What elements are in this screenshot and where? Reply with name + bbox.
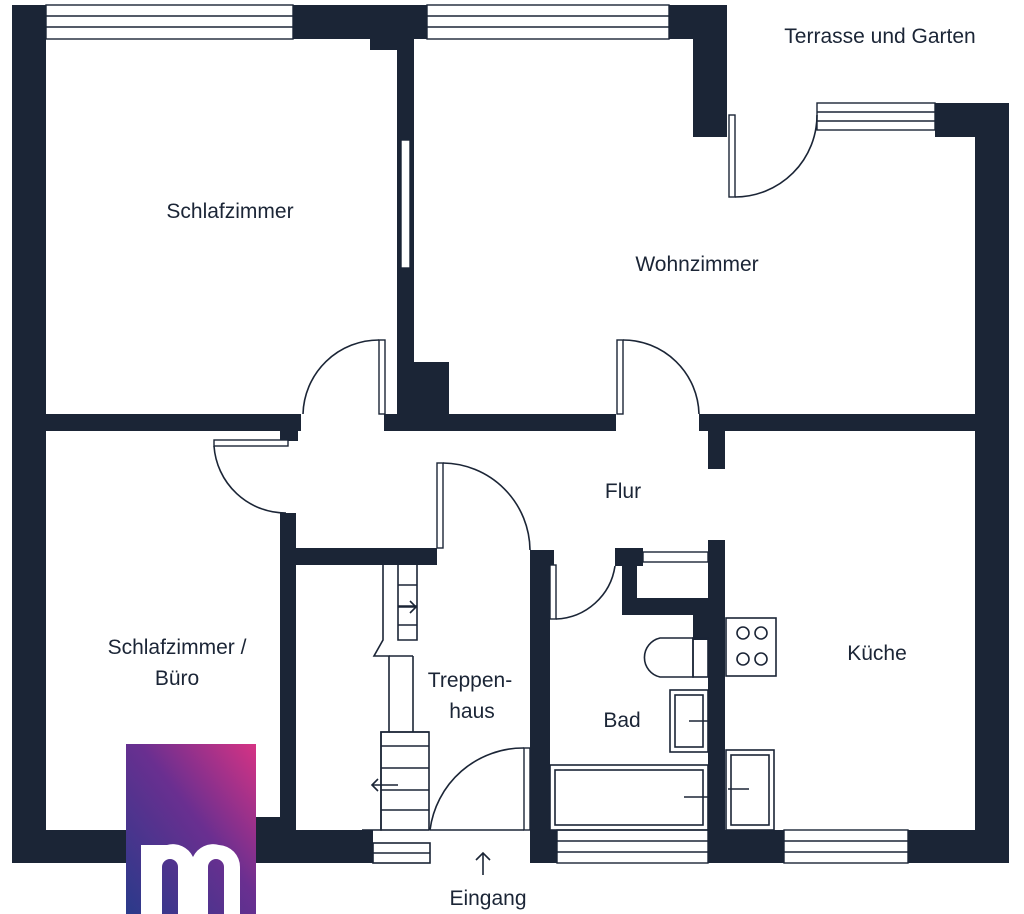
stairwell-label-line2: haus — [449, 700, 495, 723]
m-logo-icon — [126, 744, 256, 914]
hall-label: Flur — [605, 480, 641, 503]
stairwell-label-line1: Treppen- — [428, 669, 512, 692]
office-label-line2: Büro — [155, 667, 199, 690]
terrace-label: Terrasse und Garten — [784, 25, 975, 48]
kitchen-label: Küche — [847, 642, 907, 665]
walls — [12, 5, 1009, 863]
staircase — [362, 565, 431, 864]
kitchen-fixtures — [725, 617, 777, 831]
living-room-label: Wohnzimmer — [635, 253, 758, 276]
entrance-label: Eingang — [449, 887, 526, 910]
bedroom-label: Schlafzimmer — [166, 200, 293, 223]
bathroom-fixtures — [549, 637, 709, 831]
bath-label: Bad — [603, 709, 640, 732]
office-label-line1: Schlafzimmer / — [108, 636, 247, 659]
doors — [213, 114, 818, 831]
windows — [45, 4, 936, 864]
entrance-arrow-icon — [475, 851, 491, 875]
